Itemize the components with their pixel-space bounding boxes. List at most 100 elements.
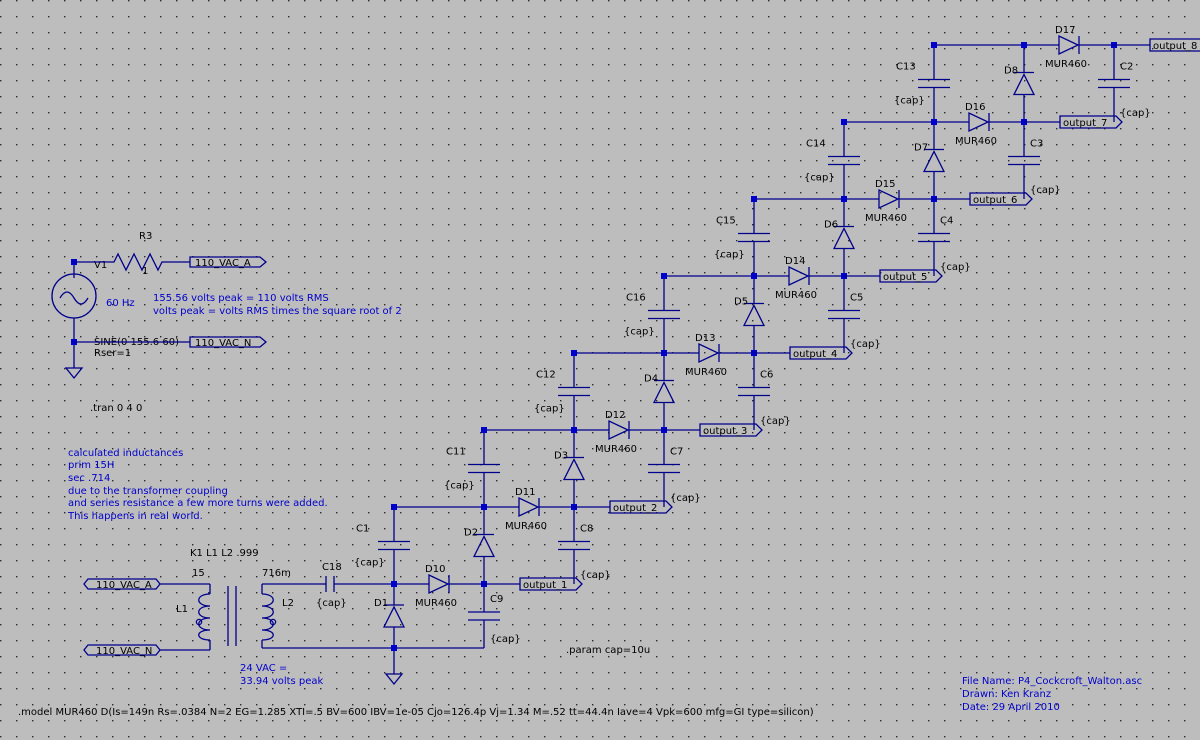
diode-model: MUR460 [685,367,727,378]
capacitor-c1[interactable]: C1{cap} [354,506,484,584]
net-label-output-3: output_3 [699,423,763,437]
capacitor-value: {cap} [1120,108,1151,119]
diode-label: D6 [824,220,838,231]
capacitor-label: C13 [896,62,916,73]
output-label: output_4 [793,349,837,360]
junction-coupling [751,196,757,202]
svg-text:sec .714: sec .714 [68,473,110,484]
junction-coupling [391,504,397,510]
capacitor-value: {cap} [1030,185,1061,196]
info-drawn: Drawn: Ken Kranz [962,689,1051,700]
diode-d5[interactable]: D5 [734,276,766,353]
diode-d1[interactable]: D1 [374,584,406,648]
diode-d6[interactable]: D6 [824,199,856,276]
diode-model: MUR460 [865,213,907,224]
capacitor-label: C6 [760,370,773,381]
junction-coupling [571,350,577,356]
capacitor-value: {cap} [804,173,835,184]
diode-label: D7 [914,143,928,154]
resistor-r3[interactable]: R3 1 [106,231,190,277]
junction-node [1021,42,1027,48]
l2-value: 716m [262,568,291,579]
net-label-output-6: output_6 [969,192,1033,206]
junction-node [571,427,577,433]
v1-rser: Rser=1 [94,348,131,359]
capacitor-value: {cap} [490,634,521,645]
capacitor-label: C8 [580,524,593,535]
diode-label: D15 [875,179,895,190]
capacitor-c11[interactable]: C11 {cap} [444,429,574,507]
output-label: output_5 [883,272,927,283]
diode-d3[interactable]: D3 [554,430,586,507]
output-label: output_6 [973,195,1017,206]
capacitor-value: {cap} [444,481,475,492]
capacitor-label: C14 [806,139,826,150]
note-peak-2: volts peak = volts RMS times the square … [153,306,402,317]
capacitor-c4[interactable]: C4{cap} [918,199,971,276]
info-file-name: File Name: P4_Cockcroft_Walton.asc [962,676,1142,687]
note-vac-2: 33.94 volts peak [240,676,324,687]
multiplier-ladder: D1 D2 D3 D4 D5 D6 D7 D8D10MUR460D11MUR460D12MUR… [354,25,1200,651]
net-label-output-8: output_8 [1149,38,1200,52]
v1-frequency: 60 Hz [106,298,135,309]
diode-d7[interactable]: D7 [914,122,946,199]
capacitor-c18[interactable]: C18 {cap} [316,562,394,609]
capacitor-value: {cap} [760,416,791,427]
junction-node [931,119,937,125]
note-inductances: calculated inductances prim 15H sec .714… [67,448,328,522]
diode-model: MUR460 [955,136,997,147]
capacitor-c9[interactable]: C9 {cap} [468,584,521,648]
svg-text:calculated inductances: calculated inductances [68,448,183,459]
diode-label: D13 [695,333,715,344]
diode-label: D5 [734,297,748,308]
note-peak-1: 155.56 volts peak = 110 volts RMS [153,293,329,304]
diode-d4[interactable]: D4 [644,353,676,430]
capacitor-c15[interactable]: C15 {cap} [714,198,844,276]
junction-coupling [841,119,847,125]
junction-coupling [931,42,937,48]
v1-name: V1 [94,260,107,271]
net-label-output-2: output_2 [609,500,673,514]
r3-name: R3 [139,231,152,242]
inductor-l2[interactable]: L2 716m [261,568,294,641]
capacitor-c12[interactable]: C12{cap} [534,352,664,430]
ground-source [64,367,84,380]
diode-model: MUR460 [1045,59,1087,70]
capacitor-c16[interactable]: C16{cap} [624,275,754,353]
capacitor-value: {cap} [714,250,745,261]
l1-value: 15 [192,568,205,579]
diode-d8[interactable]: D8 [1004,45,1036,122]
capacitor-value: {cap} [354,558,385,569]
output-label: output_7 [1063,118,1107,129]
capacitor-c14[interactable]: C14 {cap} [804,121,934,199]
output-label: output_2 [613,503,657,514]
svg-text:110_VAC_A: 110_VAC_A [195,258,251,269]
net-label-output-5: output_5 [879,269,943,283]
capacitor-value: {cap} [940,262,971,273]
c18-value: {cap} [316,598,347,609]
diode-model: MUR460 [775,290,817,301]
capacitor-value: {cap} [670,493,701,504]
diode-d2[interactable]: D2 [464,507,496,584]
capacitor-label: C9 [490,594,503,605]
capacitor-label: C11 [446,447,466,458]
net-label-output-4: output_4 [789,346,853,360]
capacitor-value: {cap} [624,327,655,338]
coupling-k1: K1 L1 L2 .999 [190,548,259,559]
junction-node [661,350,667,356]
inductor-l1[interactable]: L1 15 [176,568,211,641]
capacitor-value: {cap} [894,96,925,107]
ground-ladder [384,673,404,686]
capacitor-c13[interactable]: C13 {cap} [894,44,1024,122]
l1-name: L1 [176,604,188,615]
capacitor-label: C15 [716,216,736,227]
